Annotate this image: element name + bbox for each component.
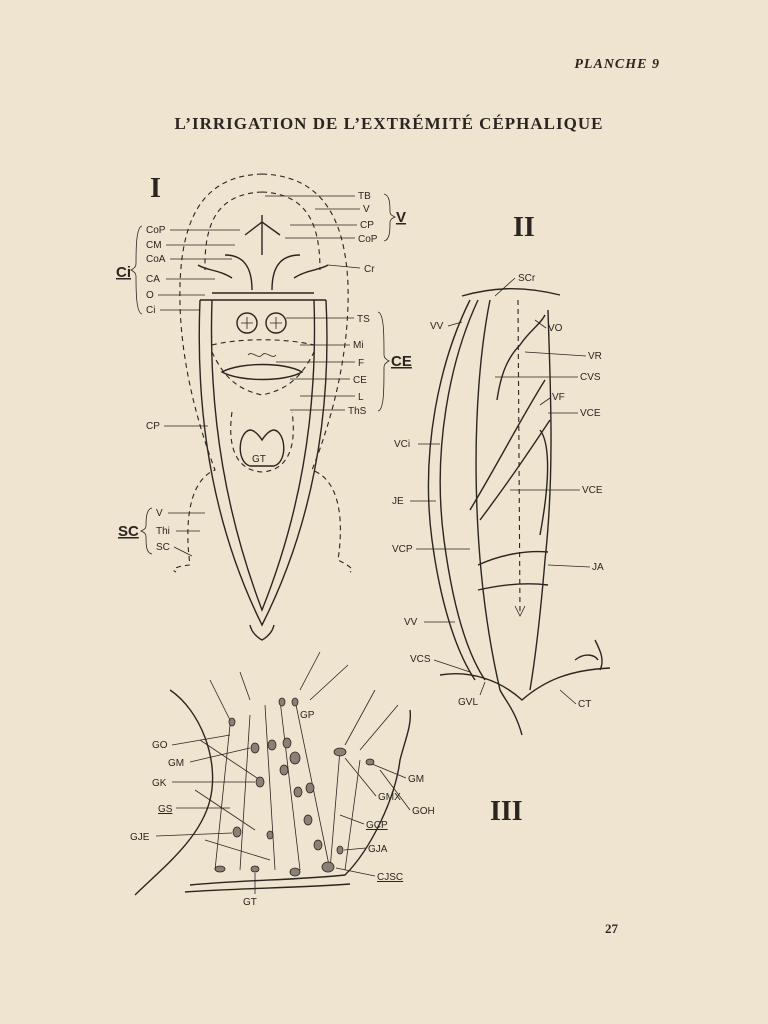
fig2-label-vv-bottom: VV: [404, 617, 418, 628]
fig1-label-coa: CoA: [146, 254, 166, 265]
figure-2: II SCr VV VO VR CVS VF VCE VCi VCE JE: [392, 212, 611, 736]
fig1-label-thi: Thi: [156, 526, 170, 537]
fig2-label-vce-1: VCE: [580, 408, 601, 419]
fig1-group-ci: Ci: [116, 264, 131, 281]
fig3-label-gt: GT: [243, 897, 257, 908]
fig3-label-gk: GK: [152, 778, 167, 789]
figure-1-sc-labels: V Thi SC SC: [118, 507, 205, 557]
fig2-label-vcs: VCS: [410, 654, 431, 665]
fig1-label-cp: CP: [360, 220, 374, 231]
fig3-label-go: GO: [152, 740, 168, 751]
fig2-label-vo: VO: [548, 323, 563, 334]
fig1-label-o: O: [146, 290, 154, 301]
figure-1-right-labels: TB V CP CoP Cr TS Mi F CE L ThS V CE: [265, 191, 412, 417]
figure-1-left-labels: CoP CM CoA CA O Ci Ci CP: [116, 225, 240, 432]
fig2-label-vce-2: VCE: [582, 485, 603, 496]
fig1-label-f: F: [358, 358, 364, 369]
fig3-label-gje: GJE: [130, 832, 150, 843]
fig3-label-gcp: GCP: [366, 820, 388, 831]
fig3-label-gmx: GMX: [378, 792, 401, 803]
fig1-label-ts: TS: [357, 314, 370, 325]
figure-3-numeral: III: [490, 796, 523, 827]
fig2-label-cvs: CVS: [580, 372, 601, 383]
fig3-label-gp: GP: [300, 710, 315, 721]
fig2-label-ct: CT: [578, 699, 591, 710]
fig1-label-cop-left: CoP: [146, 225, 166, 236]
fig3-label-goh: GOH: [412, 806, 435, 817]
fig2-label-scr: SCr: [518, 273, 536, 284]
fig1-label-cp-left: CP: [146, 421, 160, 432]
fig1-label-sc-v: V: [156, 508, 163, 519]
plate-header: PLANCHE 9: [574, 57, 660, 72]
fig1-label-mi: Mi: [353, 340, 364, 351]
fig3-label-gs: GS: [158, 804, 173, 815]
figure-1-numeral: I: [150, 173, 161, 204]
fig1-label-tb: TB: [358, 191, 371, 202]
figure-2-numeral: II: [513, 212, 535, 243]
page-number: 27: [605, 921, 618, 936]
fig1-group-ce: CE: [391, 353, 412, 370]
fig1-label-cm: CM: [146, 240, 162, 251]
fig3-label-gm-right: GM: [408, 774, 424, 785]
fig2-label-vv-top: VV: [430, 321, 444, 332]
fig2-label-vcp: VCP: [392, 544, 413, 555]
fig1-label-ci: Ci: [146, 305, 155, 316]
fig1-label-l: L: [358, 392, 364, 403]
fig2-label-je: JE: [392, 496, 404, 507]
fig1-label-ce: CE: [353, 375, 367, 386]
fig2-label-gvl: GVL: [458, 697, 478, 708]
fig1-label-ths: ThS: [348, 406, 367, 417]
fig1-label-v: V: [363, 204, 370, 215]
fig3-label-gm-left: GM: [168, 758, 184, 769]
fig2-label-ja: JA: [592, 562, 604, 573]
page-title: L’IRRIGATION DE L’EXTRÉMITÉ CÉPHALIQUE: [174, 114, 604, 133]
fig1-label-cop: CoP: [358, 234, 378, 245]
fig3-label-gja: GJA: [368, 844, 388, 855]
fig2-label-vci: VCi: [394, 439, 410, 450]
fig3-label-cjsc: CJSC: [377, 872, 403, 883]
fig2-label-vf: VF: [552, 392, 565, 403]
figure-1: I GT TB V CP CoP: [116, 173, 412, 641]
fig1-group-sc: SC: [118, 523, 139, 540]
fig1-label-cr: Cr: [364, 264, 375, 275]
figure-3: III: [130, 651, 523, 908]
fig1-label-ca: CA: [146, 274, 160, 285]
figure-3-ganglia: [214, 697, 375, 877]
fig1-label-sc: SC: [156, 542, 170, 553]
fig2-label-vr: VR: [588, 351, 602, 362]
fig1-group-v: V: [396, 209, 406, 226]
figure-1-gt-label: GT: [252, 454, 266, 465]
